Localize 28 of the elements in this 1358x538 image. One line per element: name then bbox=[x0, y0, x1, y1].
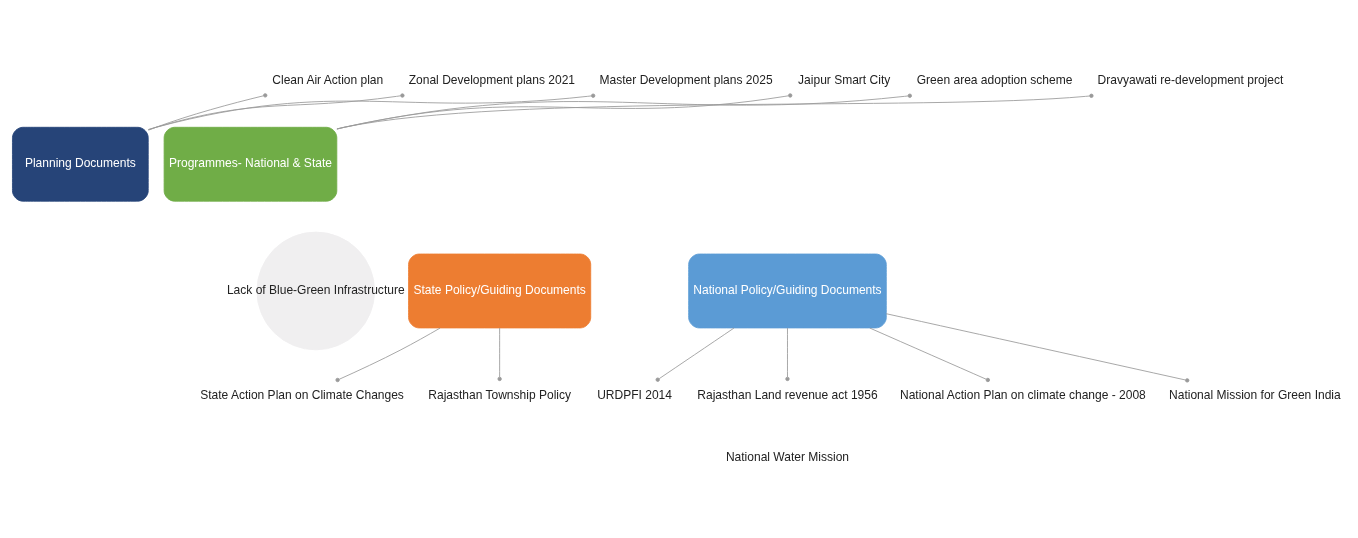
node-text: Zonal Development plans 2021 bbox=[408, 72, 576, 87]
node-text: Clean Air Action plan bbox=[272, 72, 384, 87]
node-box: National Policy/Guiding Documents bbox=[688, 253, 887, 328]
node-text: Green area adoption scheme bbox=[916, 72, 1073, 87]
node-box: Programmes- National & State bbox=[163, 126, 338, 202]
node-text: National Mission for Green India bbox=[1169, 387, 1341, 402]
node-text: Jaipur Smart City bbox=[798, 72, 891, 87]
connector bbox=[147, 93, 596, 130]
node-text: Rajasthan Township Policy bbox=[428, 387, 571, 402]
node-text: State Action Plan on Climate Changes bbox=[200, 387, 404, 402]
connector bbox=[885, 312, 1190, 383]
connector bbox=[148, 92, 268, 131]
connector bbox=[336, 93, 912, 129]
connector bbox=[869, 327, 990, 382]
connector bbox=[336, 93, 1094, 129]
node-text: Rajasthan Land revenue act 1956 bbox=[697, 387, 878, 402]
connector bbox=[785, 327, 790, 381]
node-box: State Policy/Guiding Documents bbox=[408, 253, 592, 328]
connector bbox=[497, 327, 502, 381]
node-text: Dravyawati re-development project bbox=[1097, 72, 1284, 87]
connector bbox=[335, 327, 441, 382]
label: National Water Mission bbox=[725, 449, 850, 464]
node-box: Planning Documents bbox=[12, 126, 149, 202]
node-text: URDPFI 2014 bbox=[597, 387, 672, 402]
node-text: Master Development plans 2025 bbox=[599, 72, 773, 87]
node-label: Lack of Blue-Green Infrastructure bbox=[226, 282, 405, 297]
node-text: National Action Plan on climate change - 2008 bbox=[899, 387, 1146, 402]
connector bbox=[655, 327, 735, 382]
